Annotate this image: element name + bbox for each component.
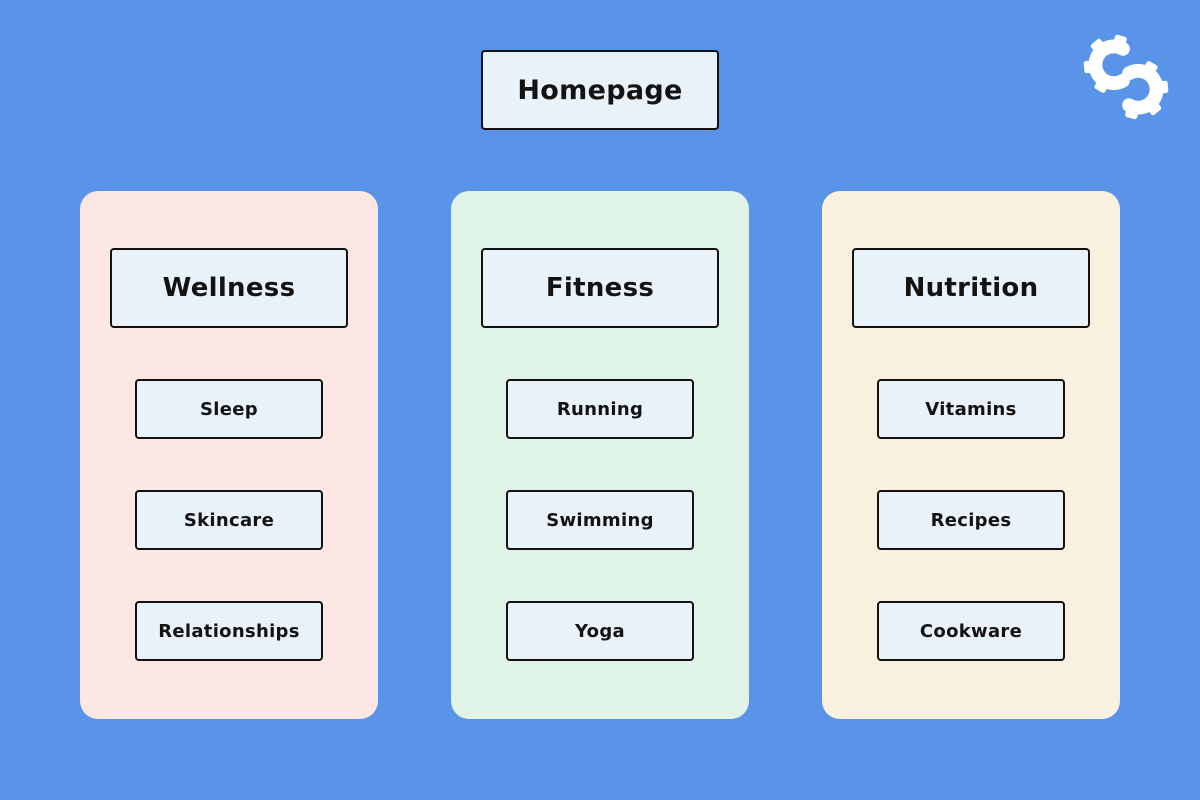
- node-nutrition[interactable]: Nutrition: [852, 248, 1090, 328]
- node-recipes[interactable]: Recipes: [877, 490, 1065, 550]
- node-vitamins[interactable]: Vitamins: [877, 379, 1065, 439]
- category-column-nutrition: Nutrition Vitamins Recipes Cookware: [822, 191, 1120, 719]
- node-homepage[interactable]: Homepage: [481, 50, 719, 130]
- node-skincare[interactable]: Skincare: [135, 490, 323, 550]
- node-swimming[interactable]: Swimming: [506, 490, 694, 550]
- category-column-wellness: Wellness Sleep Skincare Relationships: [80, 191, 378, 719]
- interlocking-gears-logo-icon: [1076, 28, 1176, 126]
- node-wellness[interactable]: Wellness: [110, 248, 348, 328]
- node-sleep[interactable]: Sleep: [135, 379, 323, 439]
- node-yoga[interactable]: Yoga: [506, 601, 694, 661]
- node-fitness[interactable]: Fitness: [481, 248, 719, 328]
- category-column-fitness: Fitness Running Swimming Yoga: [451, 191, 749, 719]
- node-relationships[interactable]: Relationships: [135, 601, 323, 661]
- node-cookware[interactable]: Cookware: [877, 601, 1065, 661]
- node-running[interactable]: Running: [506, 379, 694, 439]
